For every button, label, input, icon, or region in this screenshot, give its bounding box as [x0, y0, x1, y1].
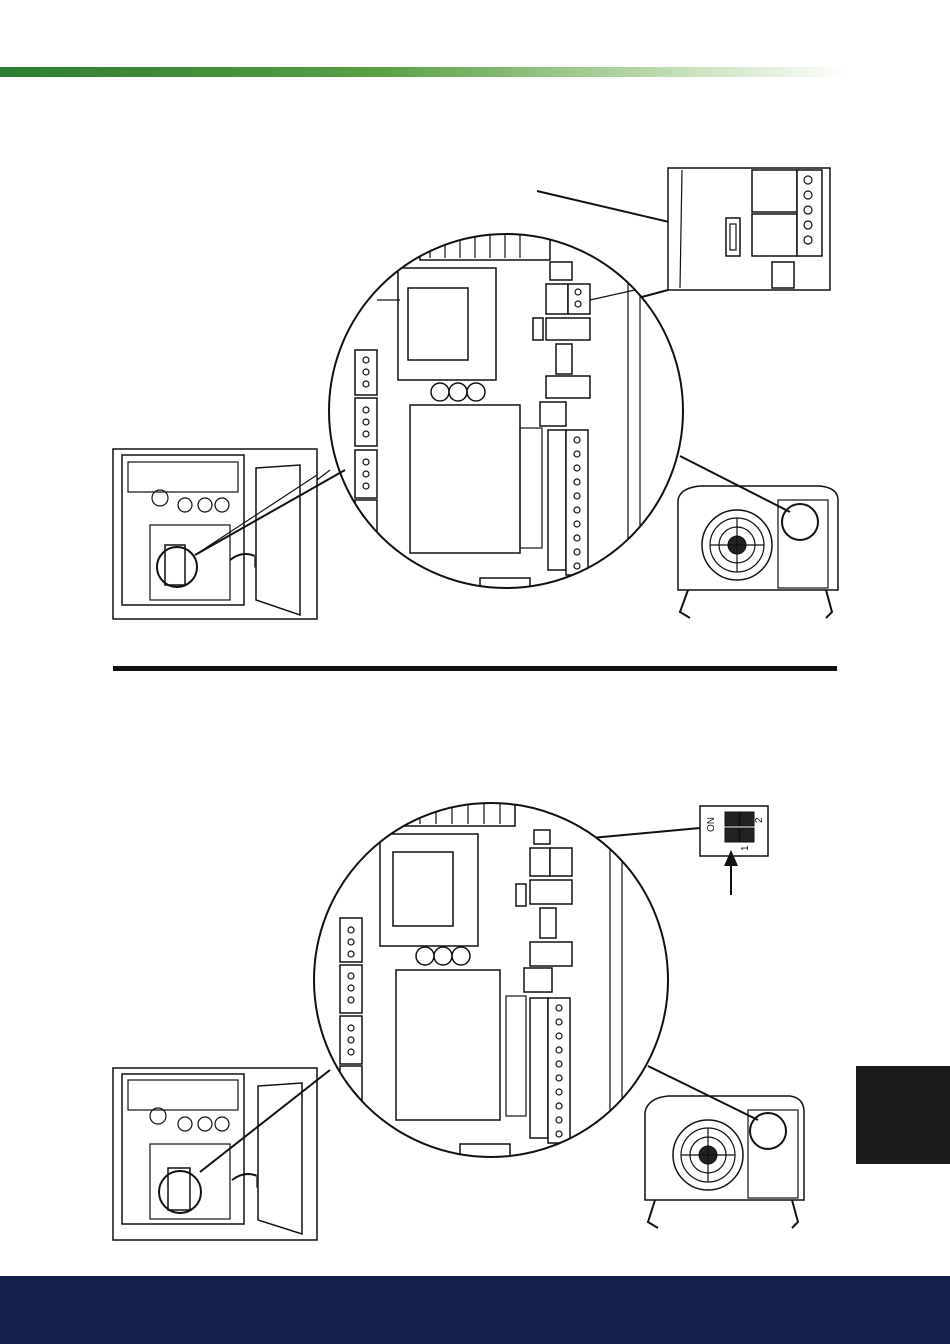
indoor-unit-inset	[113, 449, 330, 619]
dip-label-2: 2	[754, 817, 765, 823]
board-magnifier-circle-bottom	[314, 800, 668, 1158]
board-magnifier-circle	[329, 230, 683, 592]
section-divider	[113, 666, 837, 671]
bottom-figure: ON 1 2	[0, 780, 950, 1250]
outdoor-unit-illustration-bottom	[645, 1096, 804, 1228]
detail-zoom-box	[668, 168, 830, 290]
dip-label-1: 1	[740, 845, 751, 851]
indoor-unit-inset-bottom	[113, 1068, 317, 1240]
footer-bar	[0, 1276, 950, 1344]
chapter-side-tab	[856, 1066, 950, 1164]
outdoor-unit-illustration	[678, 486, 838, 618]
dip-label-on: ON	[706, 817, 717, 832]
dip-switch-detail: ON 1 2	[700, 806, 768, 856]
header-gradient-bar	[0, 67, 850, 77]
top-figure	[0, 150, 950, 640]
